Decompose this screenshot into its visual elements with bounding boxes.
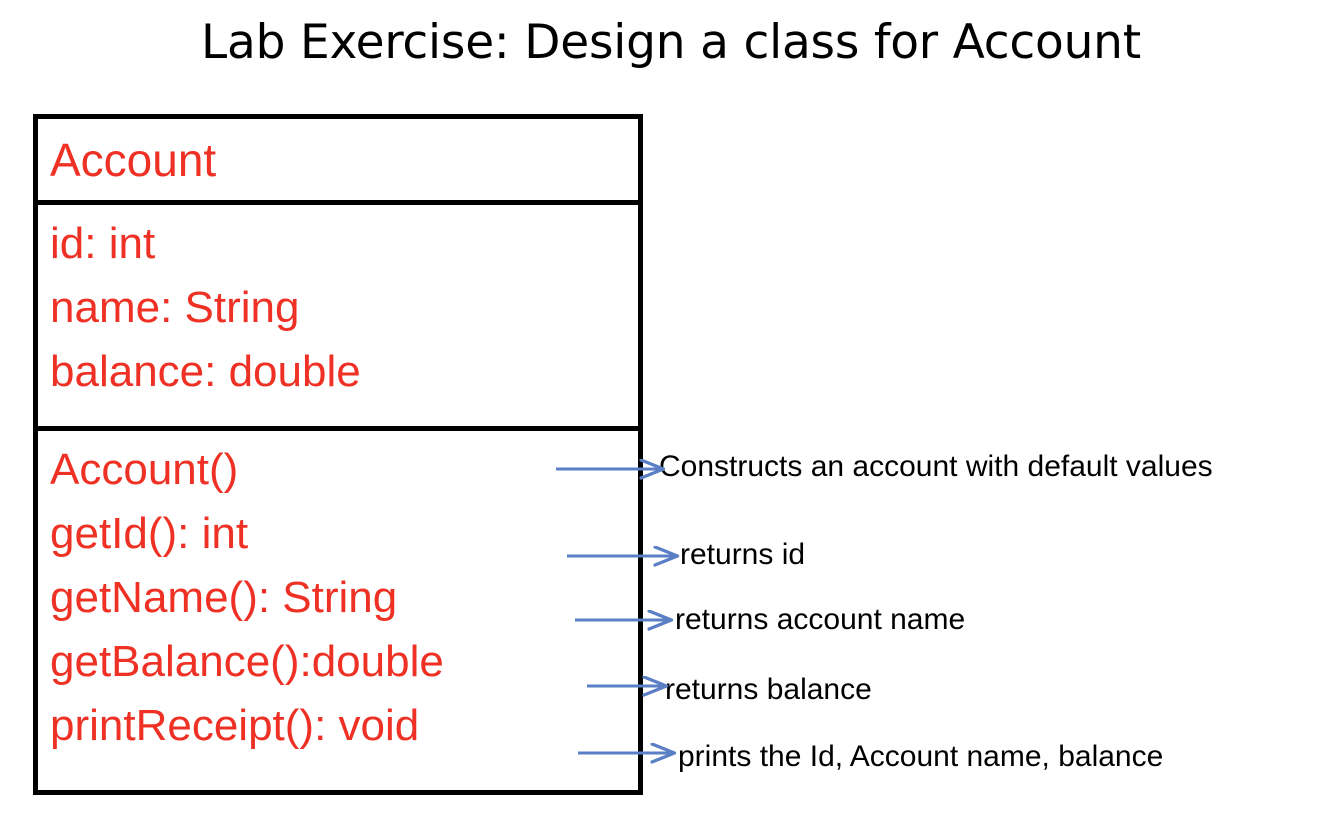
uml-method-getname: getName(): String <box>50 573 398 622</box>
uml-method-getid: getId(): int <box>50 509 249 558</box>
annotation-printreceipt: prints the Id, Account name, balance <box>678 740 1164 773</box>
annotation-getname: returns account name <box>675 603 966 636</box>
page-title: Lab Exercise: Design a class for Account <box>200 15 1141 70</box>
uml-class-name: Account <box>50 134 217 186</box>
annotation-getid: returns id <box>680 538 806 571</box>
uml-methods-compartment: Account() getId(): int getName(): String… <box>38 431 638 784</box>
uml-method-printreceipt: printReceipt(): void <box>50 701 420 750</box>
annotation-constructor: Constructs an account with default value… <box>659 450 1213 483</box>
uml-attributes-compartment: id: int name: String balance: double <box>38 205 638 431</box>
uml-class-name-compartment: Account <box>38 119 638 205</box>
uml-attribute-name: name: String <box>50 283 300 332</box>
uml-class-box: Account id: int name: String balance: do… <box>33 114 643 795</box>
uml-attribute-id: id: int <box>50 219 156 268</box>
uml-attribute-balance: balance: double <box>50 347 361 396</box>
uml-method-getbalance: getBalance():double <box>50 637 444 686</box>
annotation-getbalance: returns balance <box>665 673 872 706</box>
uml-method-constructor: Account() <box>50 445 239 494</box>
